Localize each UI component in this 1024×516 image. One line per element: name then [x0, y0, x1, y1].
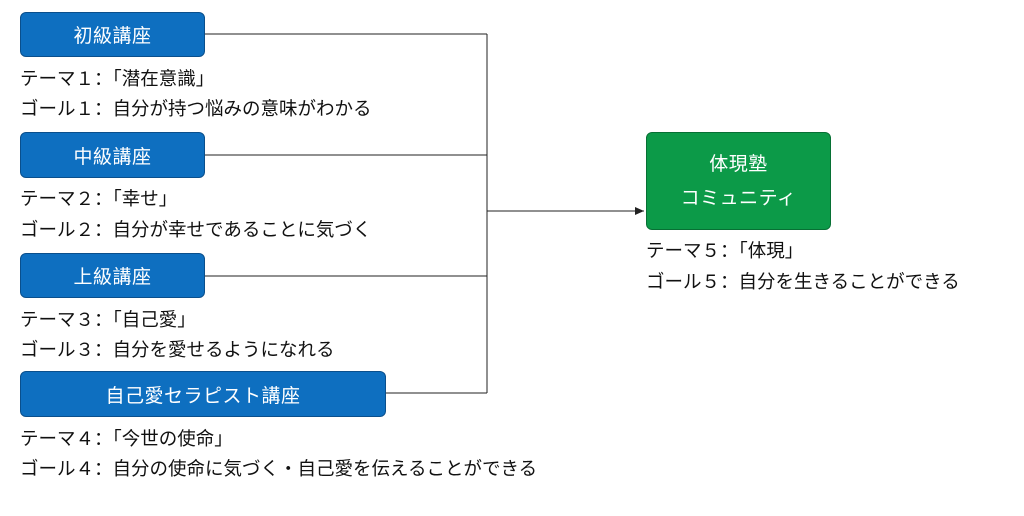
- course-label: 中級講座: [73, 145, 152, 168]
- course-goal: ゴール３：自分を愛せるようになれる: [20, 340, 335, 361]
- community-label-line1: 体現塾: [709, 153, 768, 175]
- course-box-advanced: 上級講座: [20, 253, 205, 298]
- community-theme: テーマ５：「体現」: [646, 241, 804, 262]
- community-label-line2: コミュニティ: [680, 187, 797, 209]
- course-box-therapist: 自己愛セラピスト講座: [20, 371, 386, 417]
- course-theme: テーマ２：「幸せ」: [20, 189, 178, 210]
- course-goal: ゴール１：自分が持つ悩みの意味がわかる: [20, 99, 372, 120]
- community-goal: ゴール５：自分を生きることができる: [646, 272, 960, 293]
- course-label: 自己愛セラピスト講座: [105, 384, 301, 407]
- community-box: 体現塾 コミュニティ: [646, 132, 831, 230]
- course-theme: テーマ３：「自己愛」: [20, 310, 196, 331]
- course-box-intermediate: 中級講座: [20, 132, 205, 178]
- course-theme: テーマ１：「潜在意識」: [20, 69, 215, 90]
- course-label: 上級講座: [73, 266, 152, 288]
- course-theme: テーマ４：「今世の使命」: [20, 429, 233, 450]
- course-goal: ゴール４：自分の使命に気づく・自己愛を伝えることができる: [20, 459, 538, 480]
- course-label: 初級講座: [73, 25, 152, 47]
- course-box-beginner: 初級講座: [20, 12, 205, 57]
- course-goal: ゴール２：自分が幸せであることに気づく: [20, 220, 372, 241]
